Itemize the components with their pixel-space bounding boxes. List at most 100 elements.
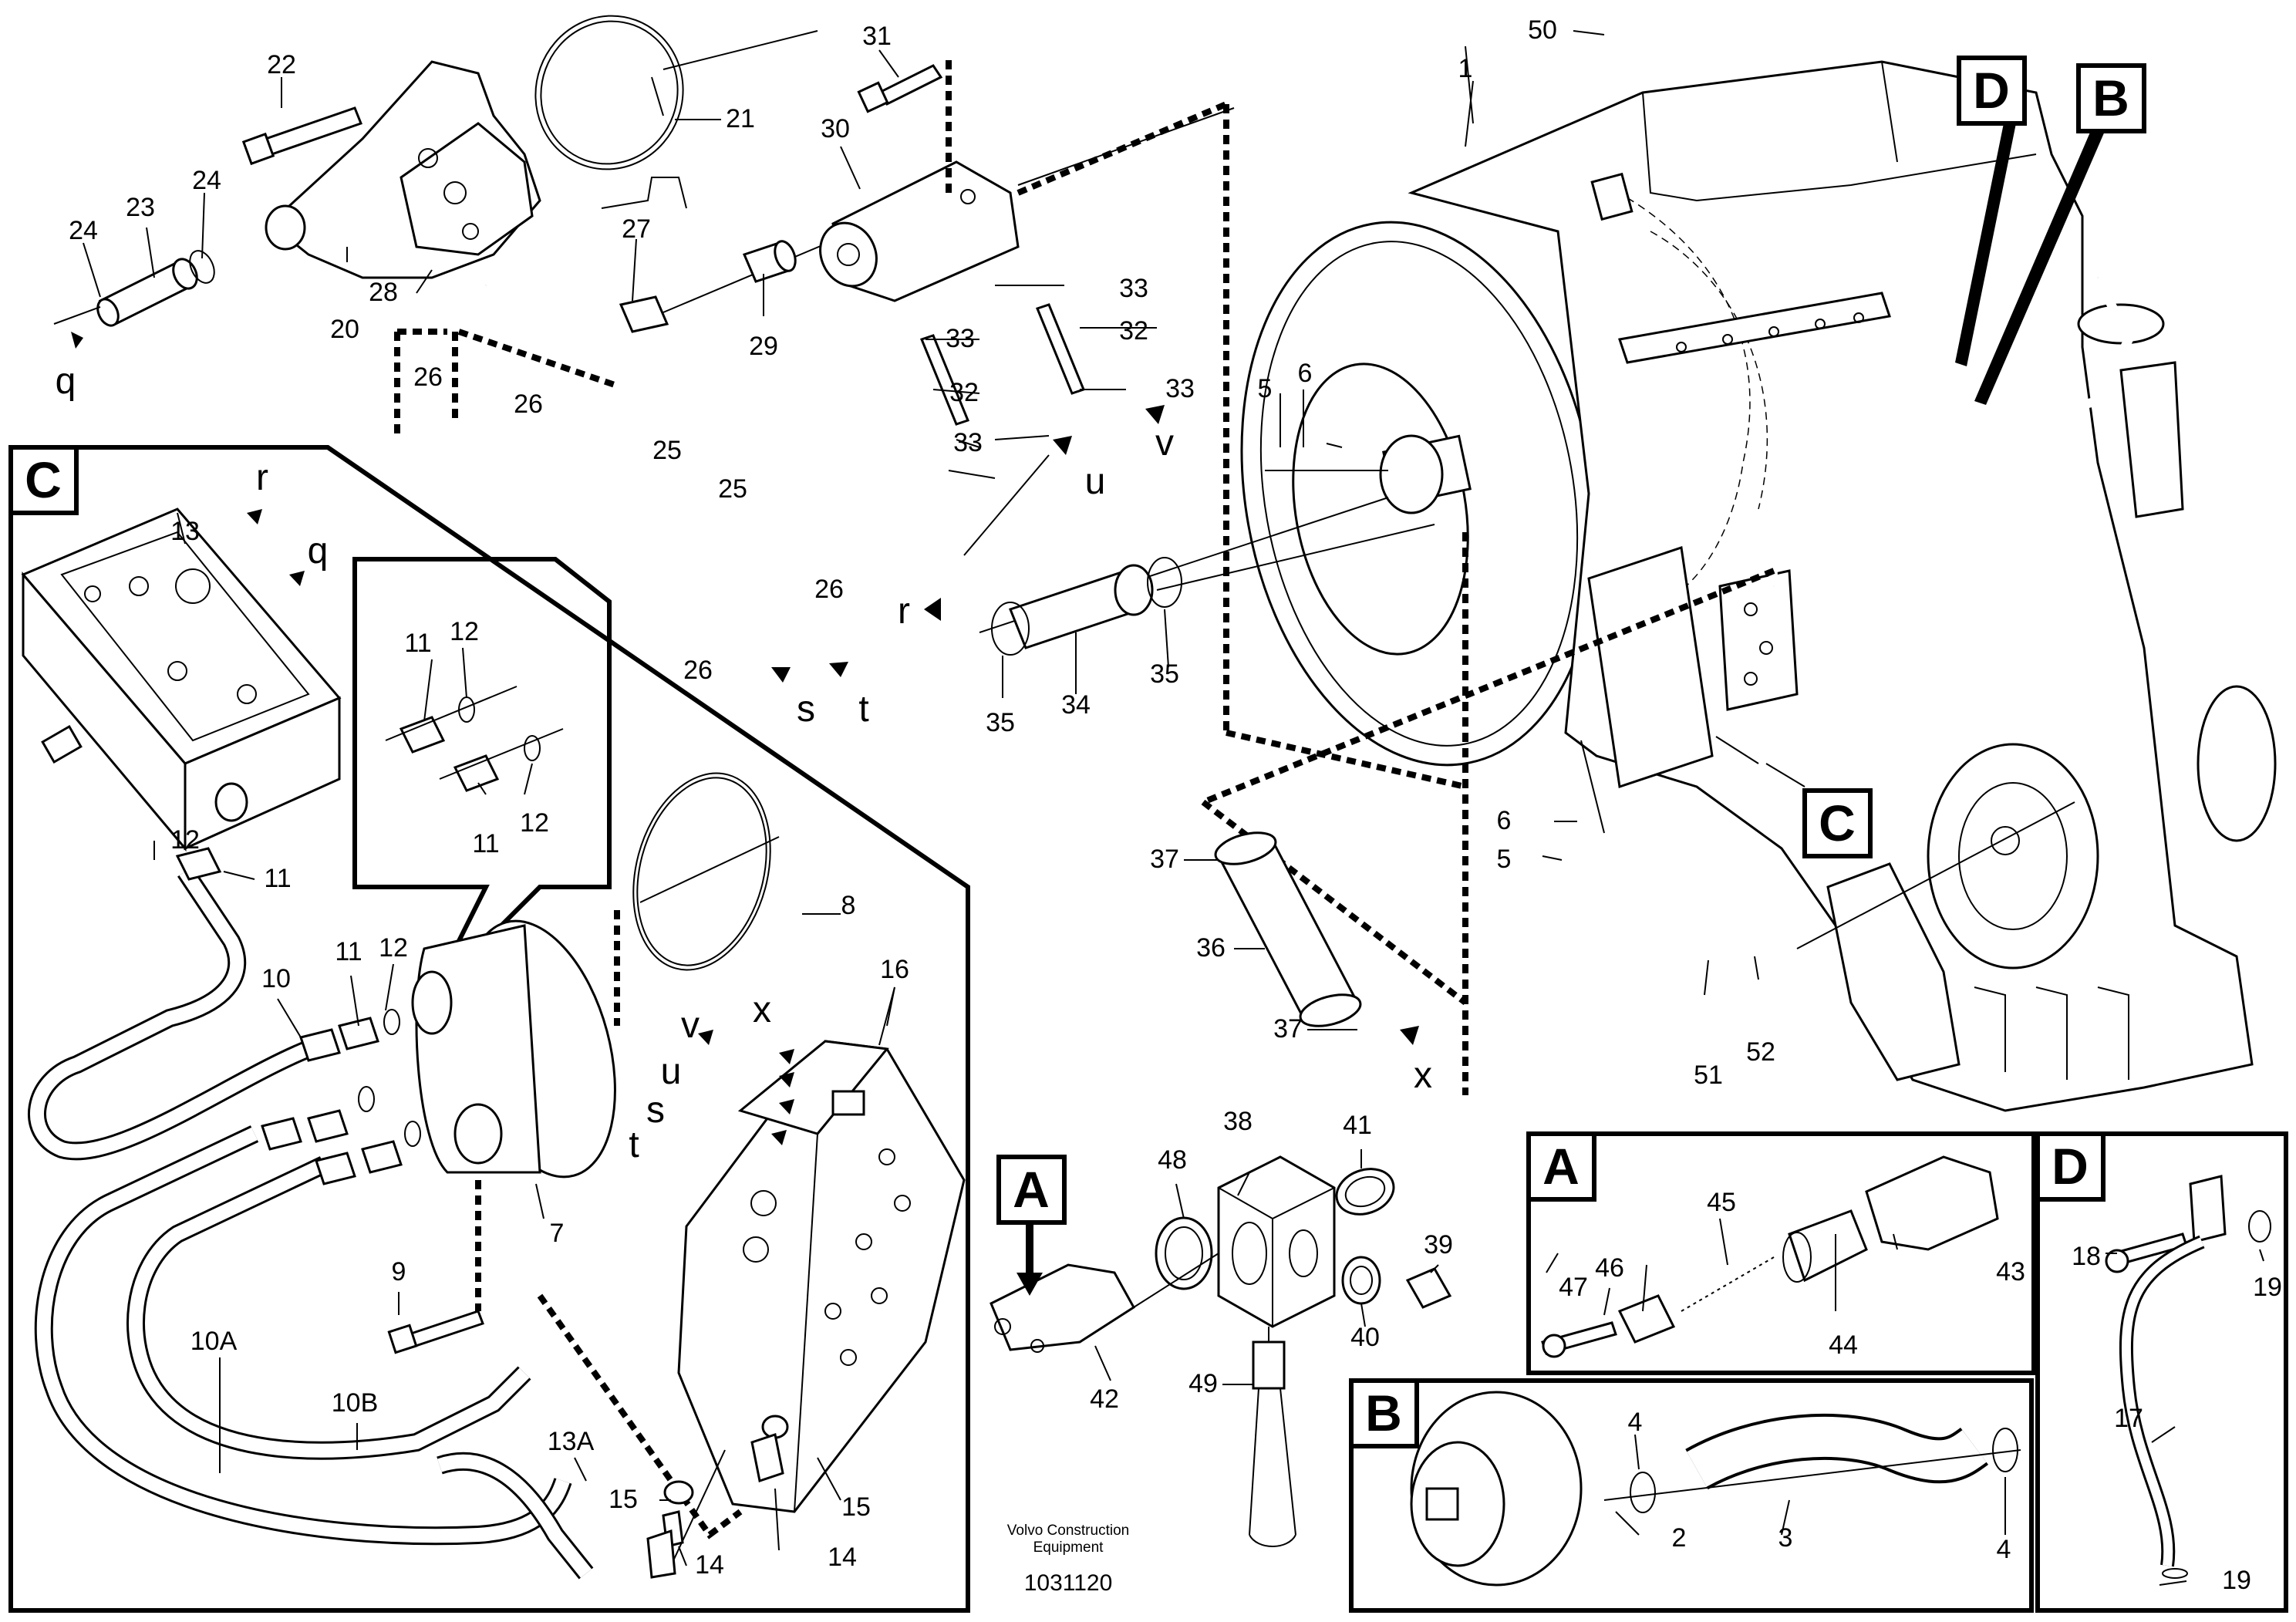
callout-box-c: C <box>1802 788 1873 858</box>
connection-letter-r: r <box>898 591 910 632</box>
part-label-51: 51 <box>1694 1061 1723 1090</box>
part-label-37: 37 <box>1273 1014 1303 1044</box>
part-label-10: 10 <box>261 964 291 993</box>
input-shaft-splines <box>1379 434 1472 514</box>
part-label-24: 24 <box>192 166 221 195</box>
detail-c-inset-frame <box>352 557 612 997</box>
detail-d-frame <box>2035 1131 2288 1613</box>
part-label-5: 5 <box>1258 374 1273 403</box>
callout-leaders <box>1765 116 2106 787</box>
part-label-52: 52 <box>1746 1037 1775 1067</box>
part-label-14: 14 <box>695 1550 724 1580</box>
part-label-32: 32 <box>949 378 979 407</box>
connection-letter-t: t <box>858 689 868 730</box>
part-label-18: 18 <box>2072 1242 2101 1271</box>
part-label-22: 22 <box>267 50 296 79</box>
detail-b-parts <box>1410 1391 2021 1587</box>
hose-10 <box>28 866 312 1161</box>
bolt-9 <box>387 1310 484 1354</box>
part-label-2: 2 <box>1672 1523 1687 1553</box>
svg-text:B: B <box>1365 1384 1402 1442</box>
detail-header-c: C <box>8 445 79 515</box>
part-label-50: 50 <box>1528 15 1557 45</box>
part-label-38: 38 <box>1223 1107 1253 1136</box>
part-label-31: 31 <box>862 22 892 51</box>
fittings-14-15 <box>646 1415 789 1579</box>
part-label-33: 33 <box>953 428 983 457</box>
part-label-25: 25 <box>652 436 682 465</box>
detail-header-a: A <box>1526 1131 1596 1202</box>
detail-d-parts <box>2105 1175 2271 1579</box>
part-label-46: 46 <box>1595 1253 1624 1283</box>
part-label-6: 6 <box>1298 359 1313 388</box>
part-label-26: 26 <box>683 656 713 685</box>
credit-line-1: Volvo Construction <box>1007 1523 1129 1539</box>
part-label-44: 44 <box>1829 1330 1858 1360</box>
part-label-4: 4 <box>1628 1408 1643 1437</box>
part-label-29: 29 <box>749 332 778 361</box>
plug-39 <box>1405 1267 1452 1309</box>
solenoid-valve-30 <box>819 160 1020 302</box>
part-label-5: 5 <box>1497 845 1512 874</box>
part-label-49: 49 <box>1188 1369 1218 1398</box>
connection-letter-x: x <box>753 990 771 1030</box>
detail-header-b: B <box>1349 1378 1419 1448</box>
detail-b-frame <box>1349 1378 2034 1613</box>
hose-49 <box>1249 1340 1296 1547</box>
part-label-10b: 10B <box>332 1388 379 1418</box>
part-label-36: 36 <box>1196 933 1226 963</box>
label-leaders <box>83 30 2264 1586</box>
part-label-23: 23 <box>126 193 155 222</box>
part-label-11: 11 <box>335 937 362 966</box>
part-label-30: 30 <box>821 114 850 143</box>
connection-letter-v: v <box>681 1005 700 1046</box>
part-label-1: 1 <box>1458 54 1473 83</box>
part-label-32: 32 <box>1119 316 1148 346</box>
connection-letter-s: s <box>797 689 815 730</box>
credit-line-2: Equipment <box>1033 1539 1104 1556</box>
hose-10B <box>126 1156 531 1460</box>
part-label-27: 27 <box>622 214 651 244</box>
pump-housing-7 <box>411 919 616 1179</box>
dashed-connection-26 <box>394 329 619 440</box>
part-label-8: 8 <box>841 891 856 920</box>
part-label-26: 26 <box>413 363 443 392</box>
part-label-43: 43 <box>1996 1257 2025 1286</box>
part-label-4: 4 <box>1997 1535 2011 1564</box>
tubes-32 <box>920 303 1085 426</box>
part-label-19: 19 <box>2253 1273 2282 1302</box>
svg-text:D: D <box>2052 1138 2089 1195</box>
part-label-48: 48 <box>1158 1145 1187 1175</box>
callout-box-a: A <box>996 1155 1067 1296</box>
part-label-11: 11 <box>404 629 431 658</box>
part-label-40: 40 <box>1350 1323 1380 1352</box>
part-label-14: 14 <box>828 1543 857 1572</box>
detail-header-d: D <box>2035 1131 2106 1202</box>
connection-letter-u: u <box>661 1051 682 1092</box>
part-label-25: 25 <box>718 474 747 504</box>
sleeve-23 <box>96 258 198 327</box>
part-label-3: 3 <box>1778 1523 1793 1553</box>
connection-letter-q: q <box>308 531 329 572</box>
callout-box-d: D <box>1957 56 2027 126</box>
part-label-11: 11 <box>472 829 499 858</box>
part-label-35: 35 <box>986 708 1015 737</box>
svg-text:A: A <box>1542 1138 1580 1195</box>
hose-13A <box>437 1452 594 1580</box>
connection-arrows <box>71 332 1419 1145</box>
svg-text:D: D <box>1973 62 2010 119</box>
svg-text:C: C <box>25 451 62 508</box>
part-label-35: 35 <box>1150 659 1179 689</box>
control-valve-housing-20 <box>265 60 687 279</box>
part-label-16: 16 <box>880 955 909 984</box>
valve-plate-13 <box>21 508 342 852</box>
part-label-28: 28 <box>369 278 398 307</box>
footer: Volvo Construction Equipment 1031120 <box>1007 1523 1129 1596</box>
hose-10A <box>34 1125 572 1546</box>
valve-body-16 <box>677 1040 966 1513</box>
part-label-6: 6 <box>1497 806 1512 835</box>
part-label-33: 33 <box>946 324 975 353</box>
part-label-41: 41 <box>1343 1111 1372 1140</box>
connection-letter-q: q <box>56 361 76 402</box>
part-label-12: 12 <box>170 825 200 855</box>
